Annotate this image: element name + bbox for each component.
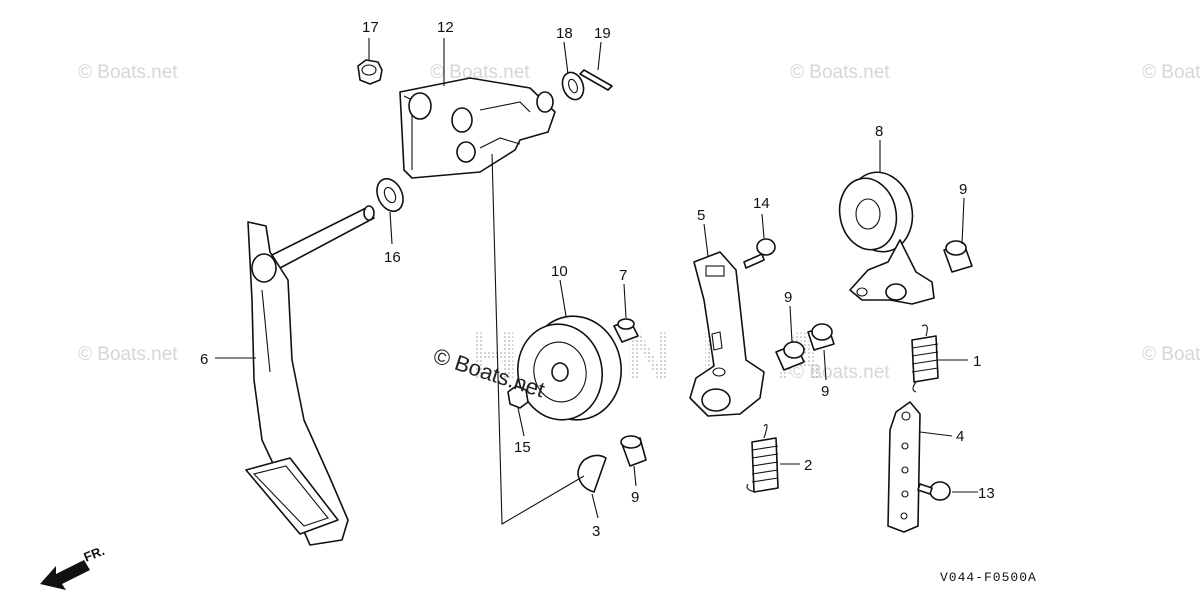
watermark-mid-right: © Boats.net	[790, 362, 890, 383]
callout-2: 2	[804, 457, 812, 474]
callout-5: 5	[697, 207, 705, 224]
watermark-top-right: © Boats.net	[790, 62, 890, 83]
callout-1: 1	[973, 353, 981, 370]
nut-part-15	[507, 385, 529, 409]
callout-8: 8	[875, 123, 883, 140]
collar-part-7	[613, 318, 639, 343]
callout-18: 18	[556, 25, 573, 42]
idler-part-8	[838, 171, 935, 305]
nut-part-17	[357, 59, 383, 85]
collar-part-9-middle	[775, 323, 835, 371]
callout-9-middle-upper: 9	[784, 289, 792, 306]
front-direction-indicator: FR.	[40, 543, 107, 590]
callout-10: 10	[551, 263, 568, 280]
collar-part-9-right	[943, 240, 973, 273]
callout-13: 13	[978, 485, 995, 502]
collar-part-9-lower	[620, 435, 647, 467]
callout-labels: 17 12 18 19 16 6 10 7 5 14 8 9 9 9 1 4 1…	[200, 19, 995, 540]
spring-part-1	[911, 324, 939, 393]
callout-4: 4	[956, 428, 964, 445]
clip-part-3	[577, 454, 607, 493]
bolt-part-14	[743, 238, 776, 269]
callout-7: 7	[619, 267, 627, 284]
callout-9-right: 9	[959, 181, 967, 198]
callout-15: 15	[514, 439, 531, 456]
callout-16: 16	[384, 249, 401, 266]
direction-label: FR.	[82, 543, 107, 565]
diagram-code: V044-F0500A	[940, 570, 1037, 585]
bolt-part-13	[917, 481, 951, 501]
watermark-top-middle: © Boats.net	[430, 62, 530, 83]
pin-part-19	[579, 69, 613, 91]
pulley-part-10	[517, 315, 622, 421]
callout-14: 14	[753, 195, 770, 212]
leader-lines	[215, 38, 978, 525]
callout-17: 17	[362, 19, 379, 36]
callout-3: 3	[592, 523, 600, 540]
washer-part-16	[376, 177, 404, 213]
watermark-top-edge: © Boats.net	[1142, 62, 1200, 83]
callout-9-lower: 9	[631, 489, 639, 506]
callout-6: 6	[200, 351, 208, 368]
arrow-icon	[40, 560, 90, 590]
watermark-mid-left: © Boats.net	[78, 344, 178, 365]
arm-part-5	[689, 251, 765, 417]
watermark-mid-edge: © Boats.net	[1142, 344, 1200, 365]
watermark-top-left: © Boats.net	[78, 62, 178, 83]
callout-19: 19	[594, 25, 611, 42]
spring-part-2	[746, 423, 779, 493]
callout-9-middle-lower: 9	[821, 383, 829, 400]
plate-part-4	[887, 401, 921, 533]
callout-12: 12	[437, 19, 454, 36]
pedal-part-6	[245, 205, 375, 546]
bracket-part-12	[399, 77, 556, 179]
